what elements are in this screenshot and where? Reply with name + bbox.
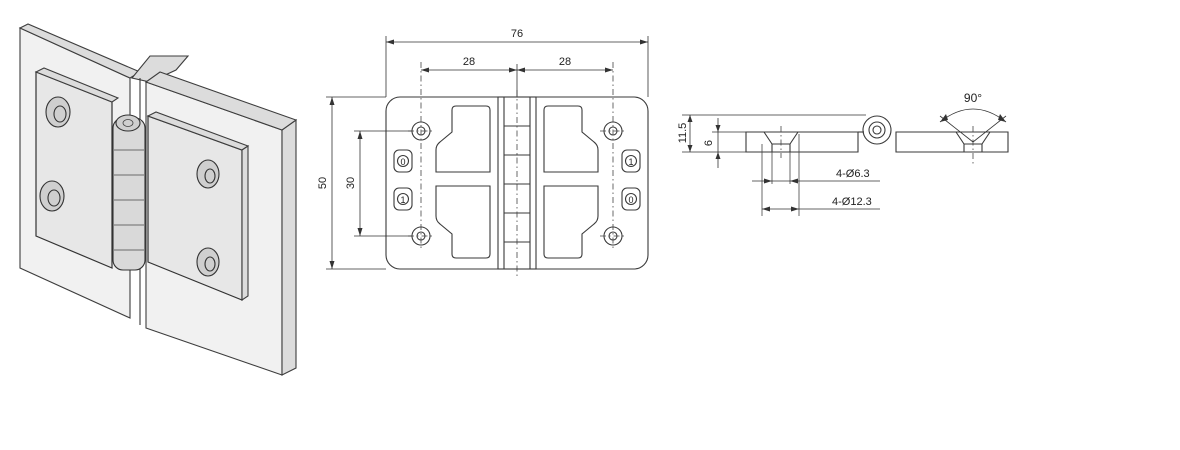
svg-text:90°: 90° (964, 91, 982, 105)
right-plate-side (241, 144, 249, 302)
svg-text:4-Ø12.3: 4-Ø12.3 (832, 196, 872, 208)
svg-text:4-Ø6.3: 4-Ø6.3 (836, 168, 870, 180)
hinge-barrel (112, 117, 146, 271)
dim-right-half: 28 (517, 56, 613, 73)
dim-plate-thickness: 6 (703, 118, 746, 168)
svg-text:28: 28 (463, 56, 475, 68)
barrel-pin (122, 119, 134, 127)
dim-hole-small: 4-Ø6.3 (752, 168, 880, 184)
svg-text:76: 76 (511, 28, 523, 40)
barrel-top-cap (115, 114, 141, 132)
left-upper-pocket (435, 105, 491, 173)
dim-overall-width: 76 (385, 28, 649, 97)
right-symbol-one: 1 (621, 149, 641, 173)
svg-text:6: 6 (703, 140, 715, 146)
dim-open-angle: 90° (939, 91, 1007, 143)
hinge-3d-view (18, 23, 298, 376)
right-lower-pocket (543, 185, 599, 259)
left-hole-top-inner (53, 105, 67, 123)
left-hole-bottom-inner (47, 189, 61, 207)
side-right-leaf (895, 131, 1009, 153)
dim-hole-large: 4-Ø12.3 (762, 196, 880, 212)
svg-text:0: 0 (628, 195, 633, 205)
side-knuckle-pin (872, 125, 882, 135)
left-lower-pocket (435, 185, 491, 259)
svg-text:0: 0 (400, 157, 405, 167)
dim-left-half: 28 (421, 56, 518, 97)
hinge-front-view: 0 1 1 0 76 (317, 28, 649, 276)
svg-text:11.5: 11.5 (677, 123, 689, 144)
side-knuckle-outer (862, 115, 892, 145)
svg-text:1: 1 (628, 157, 633, 167)
dim-hole-spacing: 30 (345, 130, 412, 237)
svg-text:1: 1 (400, 195, 405, 205)
left-symbol-zero: 0 (393, 149, 413, 173)
right-hole-top-inner (204, 168, 216, 184)
hinge-side-view: 90° 11.5 6 4-Ø6.3 (677, 91, 1009, 216)
svg-text:28: 28 (559, 56, 571, 68)
right-symbol-zero: 0 (621, 187, 641, 211)
right-hole-bottom-inner (204, 256, 216, 272)
right-back-panel-side (281, 118, 297, 376)
left-plate (35, 71, 113, 269)
side-knuckle-middle (868, 121, 886, 139)
dim-overall-height: 50 (317, 96, 386, 270)
left-plate-edge (34, 67, 120, 103)
svg-text:50: 50 (317, 177, 329, 189)
right-upper-pocket (543, 105, 599, 173)
dim-total-thickness: 11.5 (677, 114, 866, 153)
svg-text:30: 30 (345, 177, 357, 189)
left-symbol-one: 1 (393, 187, 413, 211)
side-left-leaf (745, 131, 859, 153)
right-back-panel-top (144, 71, 298, 131)
